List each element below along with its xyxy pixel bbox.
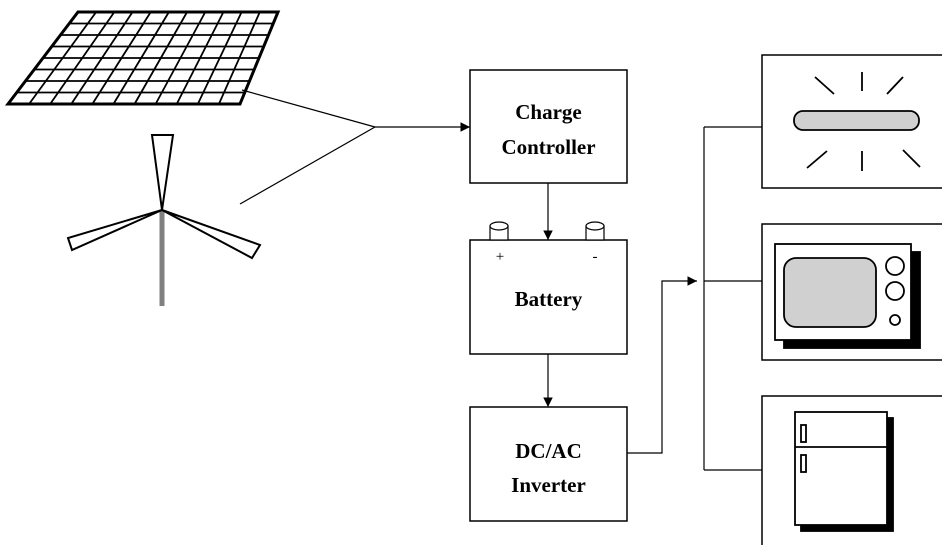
refrigerator-icon <box>794 411 894 532</box>
refrigerator-load-box <box>761 395 942 545</box>
source-connectors <box>239 89 470 205</box>
battery-negative-terminal-icon <box>585 221 605 241</box>
load-wiring <box>627 126 762 471</box>
inverter-label-line2: Inverter <box>511 473 586 497</box>
battery-label: Battery <box>515 287 583 311</box>
battery-minus-sign: - <box>593 249 598 265</box>
charge-controller-label-line1: Charge <box>515 100 582 124</box>
inverter-label-line1: DC/AC <box>515 439 582 463</box>
battery-block: + - Battery <box>469 221 628 355</box>
lamp-load-box <box>761 54 942 189</box>
battery-plus-sign: + <box>496 249 504 265</box>
solar-panel-icon <box>4 10 281 106</box>
lamp-icon <box>793 72 921 171</box>
battery-positive-terminal-icon <box>489 221 509 241</box>
charge-controller-block: Charge Controller <box>469 69 628 184</box>
inverter-block: DC/AC Inverter <box>469 406 628 522</box>
television-load-box <box>761 223 942 361</box>
television-icon <box>774 243 921 349</box>
charge-controller-label-line2: Controller <box>501 135 595 159</box>
wind-turbine-icon <box>66 134 262 306</box>
